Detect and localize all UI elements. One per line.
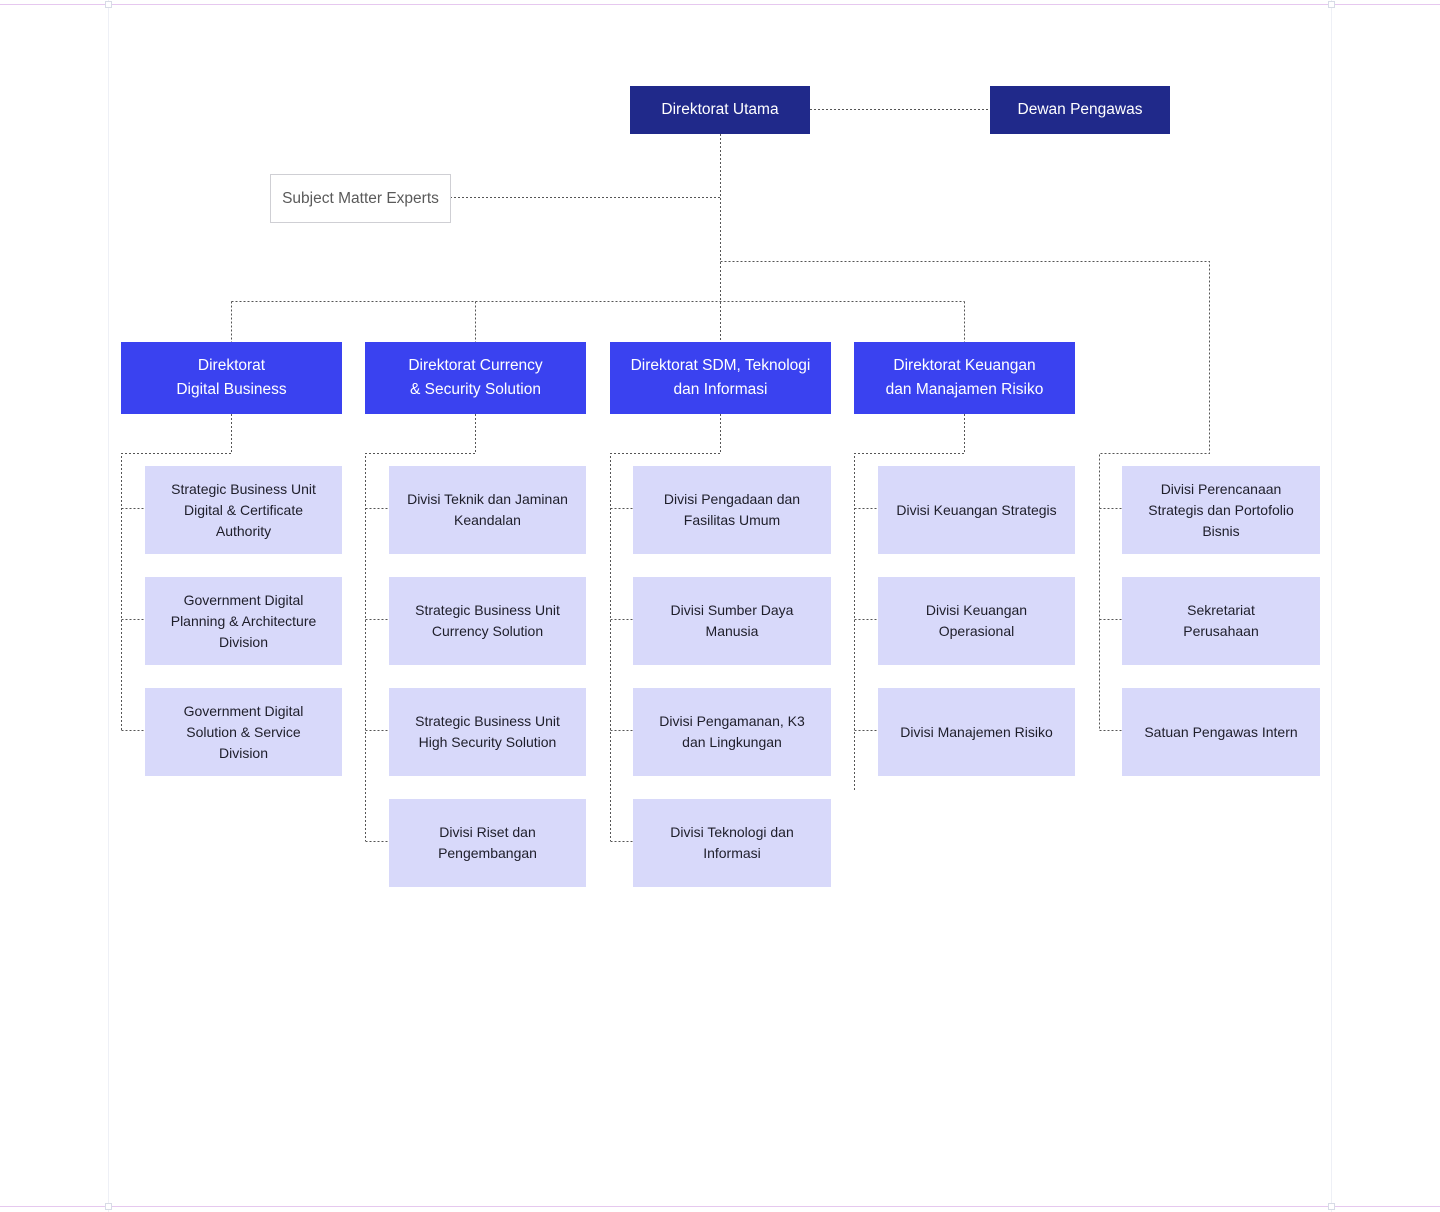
division-box: Strategic Business Unit Digital & Certif… <box>145 466 342 554</box>
subject-matter-experts-box: Subject Matter Experts <box>270 174 451 223</box>
directorate-box: Direktorat Digital Business <box>121 342 342 414</box>
directorate-box: Direktorat Currency & Security Solution <box>365 342 586 414</box>
division-box: Divisi Pengamanan, K3 dan Lingkungan <box>633 688 831 776</box>
division-box: Strategic Business Unit Currency Solutio… <box>389 577 586 665</box>
frame-handle <box>105 1203 112 1210</box>
frame-handle <box>1328 1 1335 8</box>
division-box: Government Digital Solution & Service Di… <box>145 688 342 776</box>
frame-handle <box>1328 1203 1335 1210</box>
frame-guide-top <box>0 4 1440 5</box>
dewan-pengawas-box: Dewan Pengawas <box>990 86 1170 134</box>
directorate-box: Direktorat SDM, Teknologi dan Informasi <box>610 342 831 414</box>
direktorat-utama-box: Direktorat Utama <box>630 86 810 134</box>
direct-unit-box: Sekretariat Perusahaan <box>1122 577 1320 665</box>
division-box: Government Digital Planning & Architectu… <box>145 577 342 665</box>
frame-handle <box>105 1 112 8</box>
division-box: Divisi Teknologi dan Informasi <box>633 799 831 887</box>
division-box: Divisi Sumber Daya Manusia <box>633 577 831 665</box>
division-box: Divisi Pengadaan dan Fasilitas Umum <box>633 466 831 554</box>
directorate-box: Direktorat Keuangan dan Manajamen Risiko <box>854 342 1075 414</box>
direct-unit-box: Satuan Pengawas Intern <box>1122 688 1320 776</box>
connector-col-4 <box>854 414 965 790</box>
division-box: Divisi Riset dan Pengembangan <box>389 799 586 887</box>
division-box: Divisi Keuangan Strategis <box>878 466 1075 554</box>
connector-direct-units <box>720 261 1210 730</box>
division-box: Divisi Keuangan Operasional <box>878 577 1075 665</box>
frame-guide-left <box>108 0 109 1212</box>
connector-col-1 <box>121 414 232 730</box>
division-box: Divisi Teknik dan Jaminan Keandalan <box>389 466 586 554</box>
division-box: Strategic Business Unit High Security So… <box>389 688 586 776</box>
frame-guide-bottom <box>0 1206 1440 1207</box>
division-box: Divisi Manajemen Risiko <box>878 688 1075 776</box>
direct-unit-box: Divisi Perencanaan Strategis dan Portofo… <box>1122 466 1320 554</box>
frame-guide-right <box>1331 0 1332 1212</box>
